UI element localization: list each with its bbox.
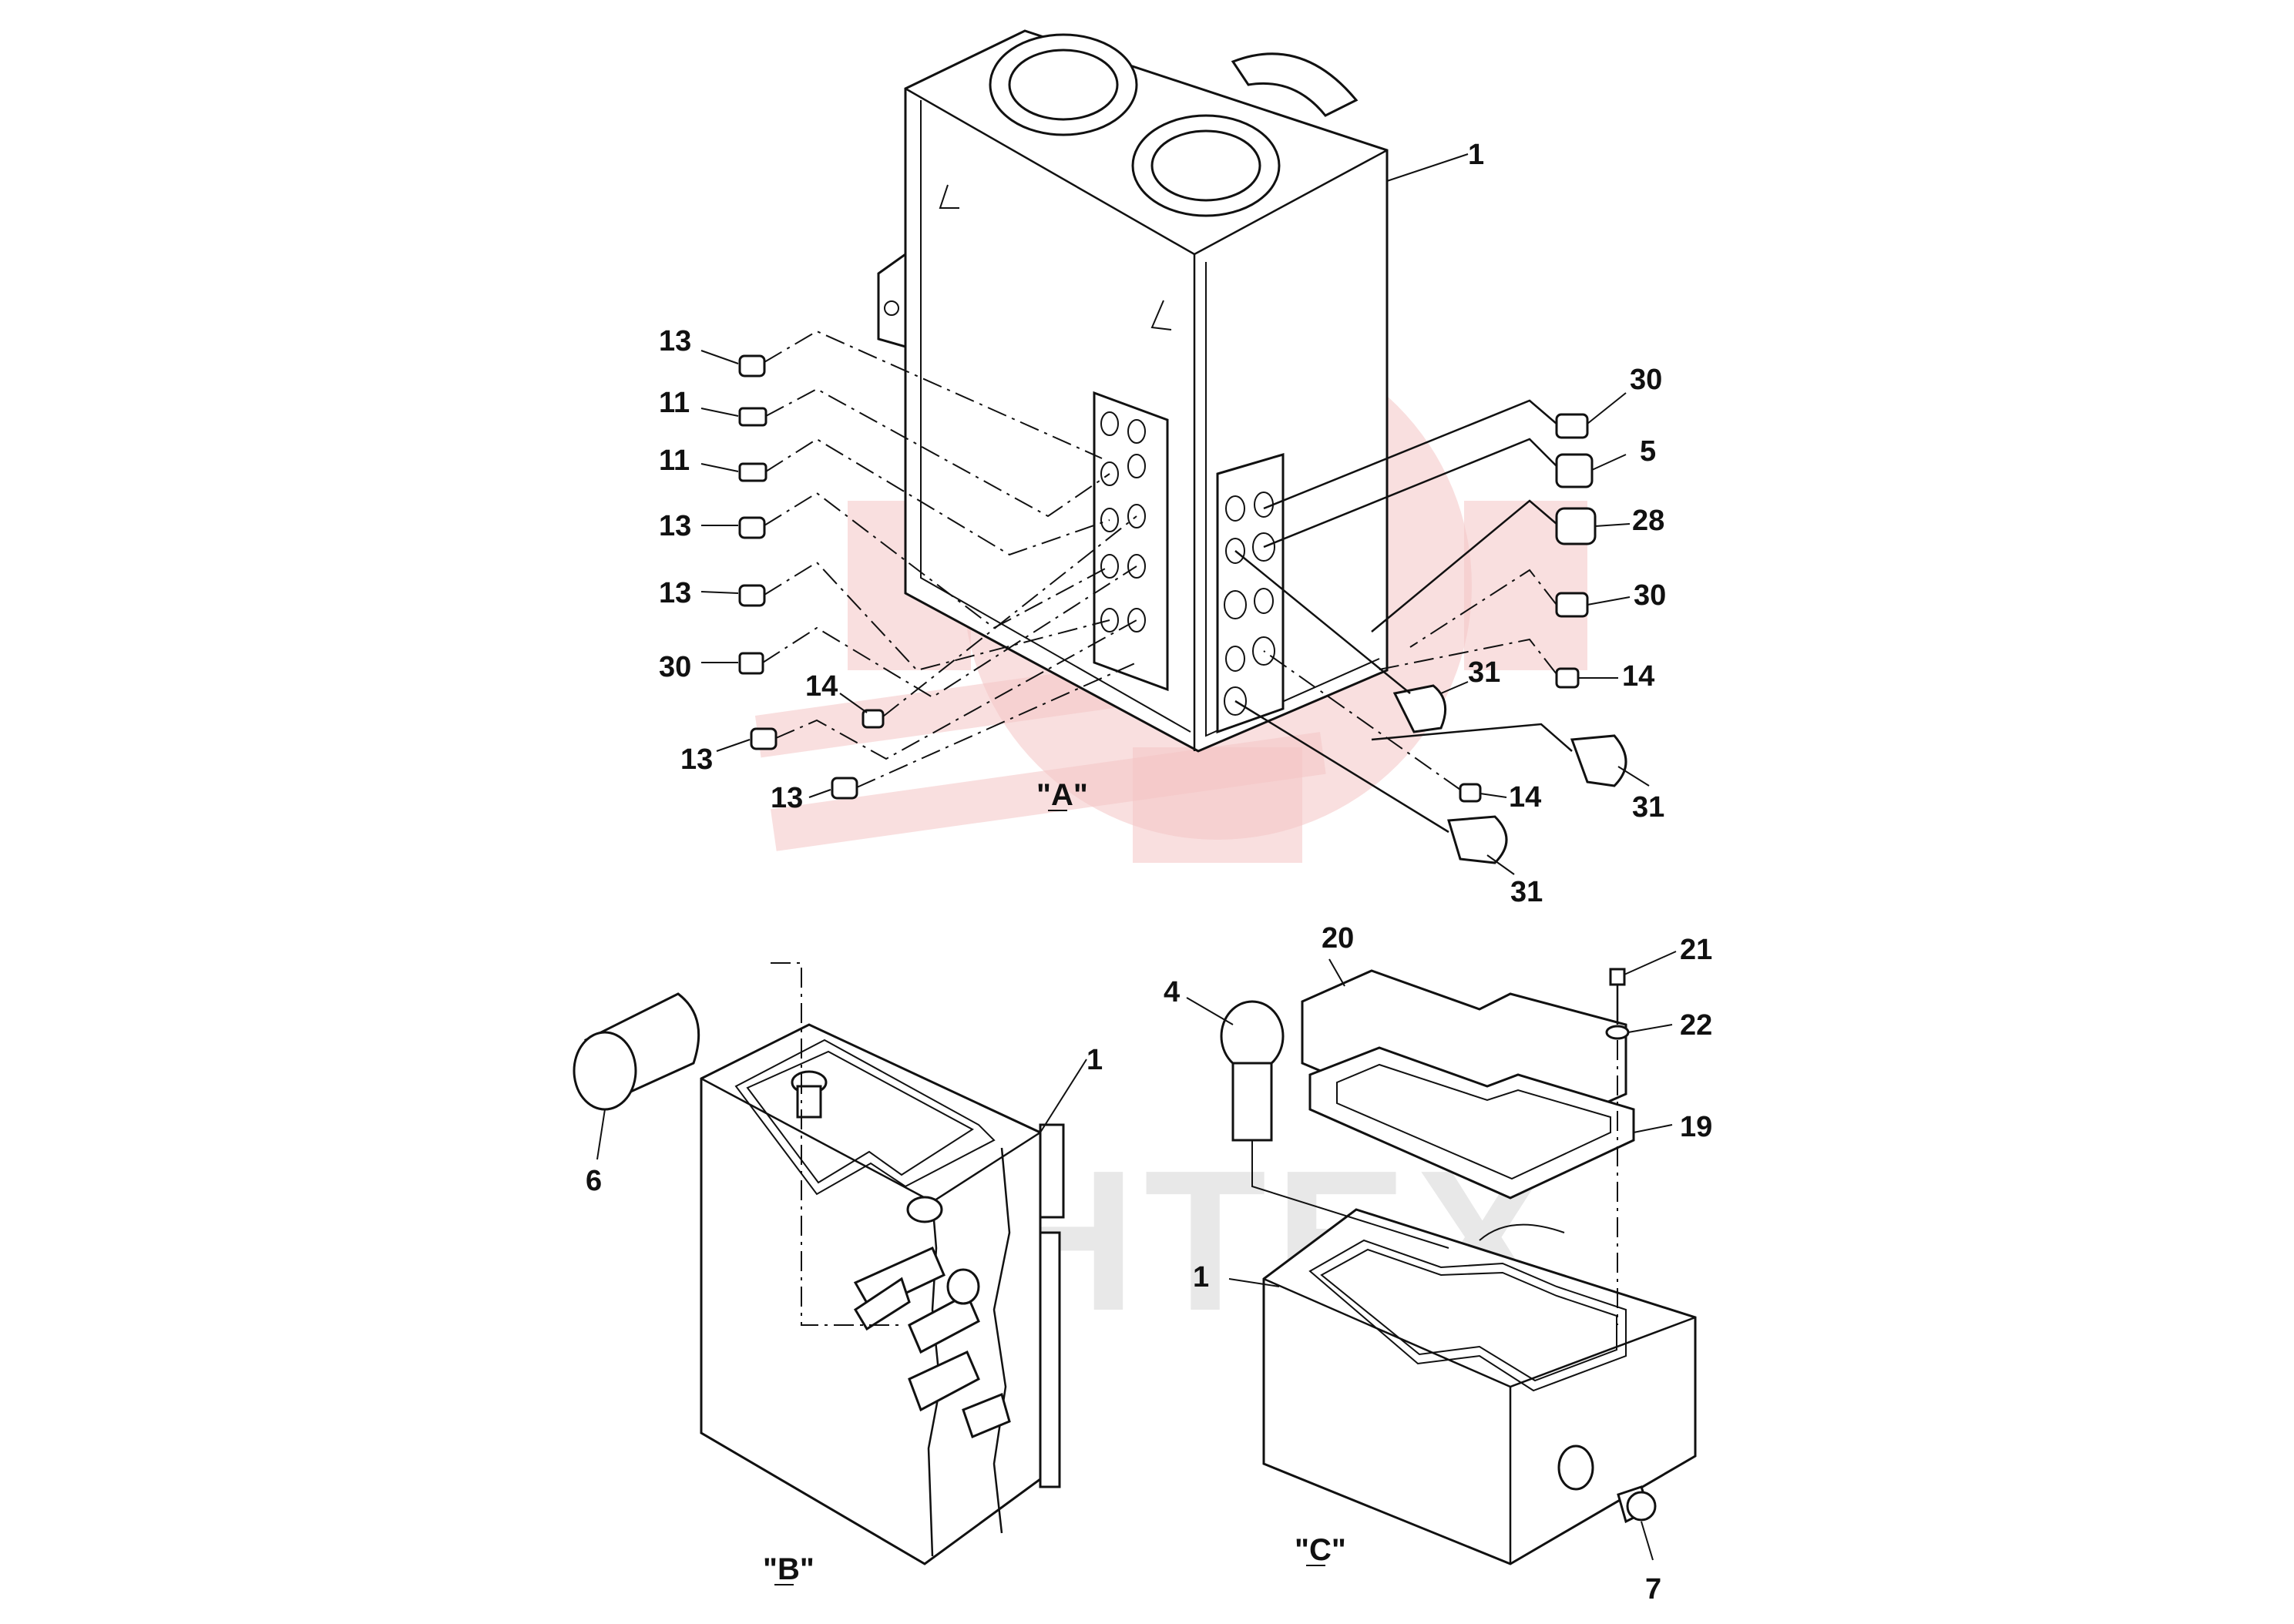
- nipple-11-a: [738, 407, 767, 427]
- callout-31-b: 31: [1632, 791, 1664, 824]
- callout-5: 5: [1640, 435, 1656, 468]
- callout-11-a: 11: [659, 387, 690, 419]
- view-b-filter-6: [573, 992, 700, 1111]
- view-a-tank: [877, 29, 1389, 753]
- callout-21: 21: [1680, 934, 1712, 966]
- view-b-pipes: [853, 1247, 1011, 1438]
- callout-19: 19: [1680, 1111, 1712, 1143]
- callout-labels: 1 13 11 11 13 13 30 14 13 13 30 5 28 30 …: [586, 139, 1712, 1606]
- adapter-5: [1555, 453, 1594, 488]
- elbow-30-c: [1555, 592, 1589, 618]
- view-labels: "A" "B" "C": [763, 778, 1346, 1586]
- plug-14-a: [862, 709, 885, 729]
- callout-7: 7: [1645, 1573, 1661, 1606]
- elbow-30-a: [738, 652, 764, 675]
- callout-4: 4: [1164, 976, 1180, 1008]
- callout-13-e: 13: [771, 782, 803, 814]
- callout-14-b: 14: [1622, 660, 1654, 693]
- callout-6: 6: [586, 1165, 602, 1197]
- view-c-tank: [1262, 1208, 1697, 1565]
- elbow-30-b: [1555, 413, 1589, 439]
- elbow-31-a: [1392, 684, 1447, 733]
- plug-14-b: [1555, 667, 1580, 689]
- callout-11-b: 11: [659, 445, 690, 477]
- callout-leaders: [596, 153, 1677, 1561]
- elbow-31-b: [1570, 734, 1627, 787]
- plug-13-e: [831, 777, 858, 800]
- view-label-c: "C": [1295, 1533, 1346, 1567]
- view-a-left-fittings: [738, 330, 1137, 800]
- callout-22: 22: [1680, 1009, 1712, 1042]
- callout-14-a: 14: [805, 670, 838, 703]
- callout-28: 28: [1632, 505, 1664, 537]
- plug-13-c: [738, 584, 766, 607]
- callout-30-b: 30: [1630, 364, 1662, 396]
- plug-14-c: [1459, 783, 1482, 803]
- view-label-a: "A": [1036, 778, 1088, 812]
- callout-13-d: 13: [680, 743, 713, 776]
- view-c-screw-21-washer-22: [1605, 968, 1630, 1325]
- callout-1-a: 1: [1468, 139, 1484, 171]
- callout-31-c: 31: [1510, 876, 1543, 908]
- plug-13-a: [738, 354, 766, 377]
- callout-1-c: 1: [1193, 1261, 1209, 1293]
- cap-28: [1555, 507, 1597, 545]
- callout-20: 20: [1322, 922, 1354, 955]
- callout-13-c: 13: [659, 577, 691, 609]
- callout-31-a: 31: [1468, 656, 1500, 689]
- callout-13-b: 13: [659, 510, 691, 542]
- callout-14-c: 14: [1509, 781, 1541, 814]
- view-b-tank: [700, 962, 1065, 1565]
- nipple-11-b: [738, 462, 767, 482]
- view-label-b: "B": [763, 1552, 814, 1586]
- callout-30-c: 30: [1634, 579, 1666, 612]
- view-a-right-fittings: [1234, 399, 1627, 864]
- callout-1-b: 1: [1087, 1044, 1103, 1076]
- callout-13-a: 13: [659, 325, 691, 357]
- view-c-gasket-19: [1308, 1046, 1635, 1200]
- port-holes-left: [1100, 411, 1146, 632]
- callout-30-a: 30: [659, 651, 691, 683]
- port-holes-right: [1224, 492, 1275, 716]
- view-c-breather-4: [1220, 1000, 1449, 1249]
- plug-13-b: [738, 516, 766, 539]
- plug-13-d: [750, 727, 778, 750]
- view-c-drain-plug-7: [1617, 1485, 1657, 1524]
- elbow-31-c: [1447, 815, 1508, 864]
